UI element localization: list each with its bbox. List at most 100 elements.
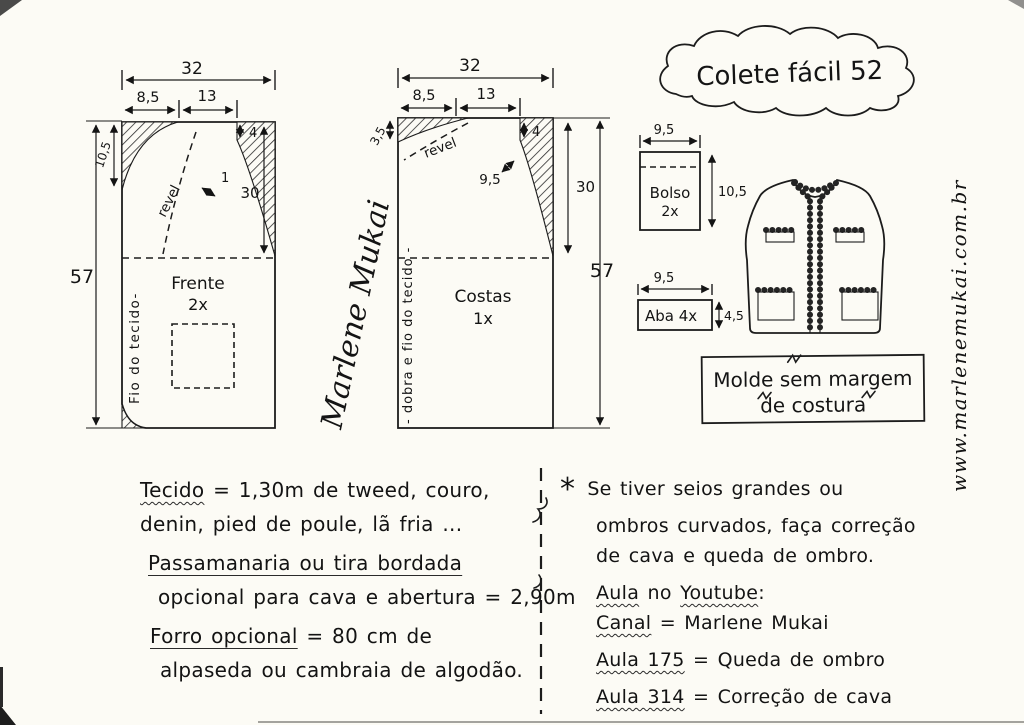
back-length-label: 57 (590, 260, 614, 282)
flap-piece-diagram: 9,5 4,5 Aba 4x (637, 271, 744, 331)
page-title: Colete fácil 52 (696, 56, 884, 93)
front-neck-label: 13 (197, 87, 216, 105)
back-drop-label: 4 (532, 125, 540, 140)
back-dimension-lines (385, 68, 610, 429)
front-piece-name: Frente (171, 274, 225, 294)
front-pocket-placement (171, 323, 235, 389)
note-line: alpaseda ou cambraia de algodão. (160, 658, 540, 682)
vest-lower-pocket-left (757, 291, 795, 321)
vest-outline (744, 178, 886, 334)
front-neckline-hatch (121, 121, 179, 191)
vest-trim-neck (792, 179, 838, 193)
vest-chest-pocket-left (765, 231, 795, 243)
asterisk-mark: * (560, 472, 576, 507)
front-callout-label: 1 (221, 171, 229, 186)
back-width-label: 32 (459, 56, 481, 76)
vest-lower-pocket-right (841, 291, 879, 321)
pocket-piece-qty: 2x (661, 204, 678, 220)
front-facing-line (162, 131, 197, 255)
note-line: Passamanaria ou tira bordada (148, 551, 540, 575)
front-corner-hatch (121, 403, 147, 429)
vest-trim-right (817, 180, 839, 333)
note-line: Aula 175 = Queda de ombro (596, 649, 1012, 671)
seam-note-line2: de costura (760, 392, 866, 417)
note-text: no (639, 582, 681, 604)
note-term: Passamanaria ou tira bordada (148, 551, 463, 575)
back-armhole-arrow (501, 160, 515, 173)
note-term: Forro opcional (150, 624, 298, 648)
scan-artifact-left-edge (0, 667, 3, 707)
note-text: : (758, 582, 765, 604)
flap-width-label: 9,5 (654, 271, 675, 286)
back-neckline-hatch (397, 117, 469, 143)
note-text: Se tiver seios grandes ou (587, 478, 844, 500)
front-shoulder-label: 8,5 (136, 90, 159, 106)
fabric-notes: Tecido = 1,30m de tweed, couro, denin, p… (140, 478, 575, 692)
divider-squiggle-mid (533, 574, 542, 589)
note-line: opcional para cava e abertura = 2,90m (158, 585, 575, 609)
note-line: Tecido = 1,30m de tweed, couro, (140, 478, 540, 502)
note-text: de cava e queda de ombro. (596, 545, 875, 567)
note-line: Aula no Youtube: (596, 582, 1012, 604)
note-line: * Se tiver seios grandes ou (560, 472, 1012, 507)
note-line: de cava e queda de ombro. (596, 545, 1012, 567)
notes-divider (532, 468, 548, 714)
back-facing-line (403, 122, 469, 161)
note-text: = Queda de ombro (684, 649, 886, 671)
back-piece-name: Costas (454, 287, 511, 307)
front-drop-label: 4 (249, 126, 257, 141)
flap-dimension-lines (637, 284, 724, 329)
pocket-piece-diagram: 9,5 10,5 Bolso 2x (639, 123, 747, 231)
website-url: www.marlenemukai.com.br (947, 179, 971, 492)
scan-artifact-top-right (1008, 0, 1024, 9)
cloud-outline (659, 25, 915, 117)
vest-trim-left (791, 180, 813, 333)
vest-illustration (744, 178, 886, 334)
note-text: = 80 cm de (297, 624, 433, 648)
front-facing-label: revel (154, 183, 184, 220)
doodle-mark-left (757, 391, 772, 400)
tips-notes: * Se tiver seios grandes ou ombros curvad… (560, 472, 1012, 716)
note-term: Aula 314 (596, 686, 685, 708)
doodle-mark-top (786, 353, 802, 364)
scan-artifact-top-left (0, 0, 22, 16)
back-facing-label: revel (422, 135, 459, 162)
back-armhole-label: 9,5 (479, 172, 500, 188)
note-term: Youtube (680, 582, 759, 604)
note-line: Aula 314 = Correção de cava (596, 686, 1012, 708)
front-side-label: 30 (240, 184, 259, 202)
note-term: Canal (596, 612, 652, 634)
back-piece-diagram: 32 8,5 13 4 3,5 9,5 30 57 revel Costas 1… (367, 56, 614, 429)
back-outline (397, 117, 554, 429)
note-text: = Marlene Mukai (651, 612, 829, 634)
designer-signature: Marlene Mukai (314, 197, 397, 433)
note-term: Aula (596, 582, 640, 604)
back-piece-qty: 1x (473, 309, 493, 328)
doodle-mark-right (861, 389, 876, 399)
note-term: Aula 175 (596, 649, 685, 671)
back-neck-depth-label: 3,5 (367, 124, 388, 147)
note-text: alpaseda ou cambraia de algodão. (160, 658, 524, 682)
note-text: = 1,30m de tweed, couro, (204, 478, 490, 502)
front-piece-qty: 2x (188, 295, 208, 314)
title-cloud: Colete fácil 52 (659, 25, 915, 117)
flap-height-label: 4,5 (724, 308, 744, 323)
front-callout-arrow (201, 187, 216, 197)
back-armhole-hatch (519, 117, 554, 257)
note-text: = Correção de cava (684, 686, 893, 708)
seam-note-line1: Molde sem margem (713, 366, 912, 392)
pocket-outline (639, 151, 701, 231)
front-length-label: 57 (70, 266, 94, 288)
note-box-outline (700, 353, 926, 425)
pocket-width-label: 9,5 (654, 123, 675, 138)
note-text: ombros curvados, faça correção (596, 515, 916, 537)
note-line: Canal = Marlene Mukai (596, 612, 1012, 634)
front-width-label: 32 (181, 59, 203, 79)
scan-artifact-bottom-line (258, 721, 1024, 723)
note-text: denin, pied de poule, lã fria ... (140, 512, 463, 536)
note-line: ombros curvados, faça correção (596, 515, 1012, 537)
pocket-dimension-lines (639, 135, 717, 228)
back-shoulder-label: 8,5 (412, 88, 435, 104)
note-term: Tecido (140, 478, 205, 502)
